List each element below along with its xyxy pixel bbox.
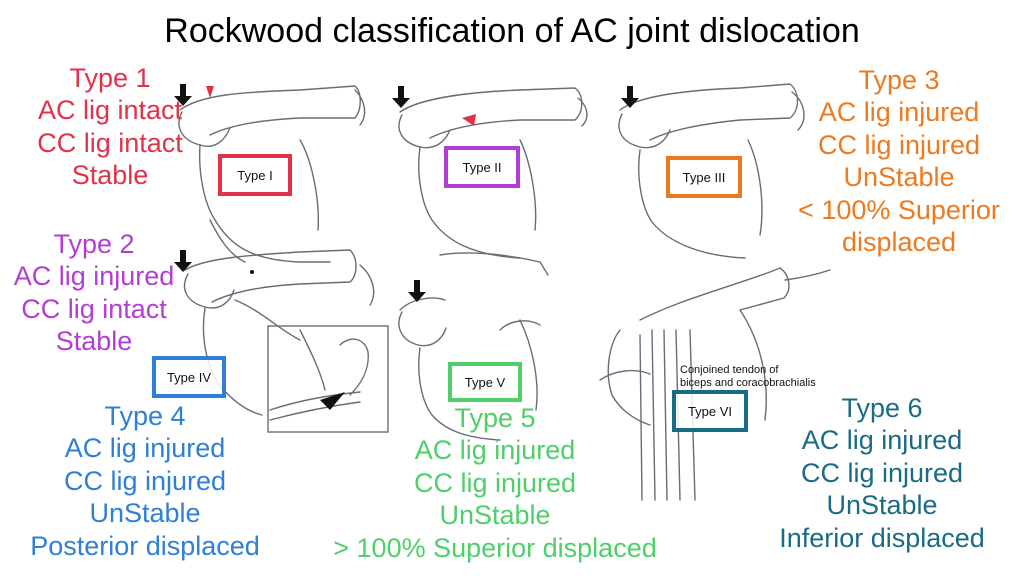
type-iii-figure-label: Type III bbox=[666, 156, 742, 198]
type-6-displacement: Inferior displaced bbox=[779, 522, 985, 553]
injury-arrows bbox=[174, 84, 639, 410]
type-ii-figure-label: Type II bbox=[444, 146, 520, 188]
type-3-cc: CC lig injured bbox=[817, 129, 981, 160]
type-3-name: Type 3 bbox=[858, 65, 940, 95]
type-iii-label-text: Type III bbox=[682, 169, 726, 185]
type-iii-drawing bbox=[618, 83, 805, 259]
type-5-ac: AC lig injured bbox=[414, 435, 576, 466]
type-iv-inset bbox=[267, 325, 389, 433]
conjoined-line-1: Conjoined tendon of bbox=[680, 364, 779, 376]
type-vi-label-text: Type VI bbox=[687, 403, 733, 419]
type-ii-label-text: Type II bbox=[462, 159, 502, 175]
type-1-caption: Type 1 AC lig intact CC lig intact Stabl… bbox=[10, 62, 210, 192]
type-5-caption: Type 5 AC lig injured CC lig injured UnS… bbox=[300, 402, 690, 564]
type-4-caption: Type 4 AC lig injured CC lig injured UnS… bbox=[0, 400, 290, 562]
page-title: Rockwood classification of AC joint disl… bbox=[164, 12, 860, 50]
type-i-drawing bbox=[178, 85, 366, 263]
type-5-name: Type 5 bbox=[454, 403, 536, 433]
type-2-stability: Stable bbox=[55, 326, 133, 357]
type-iv-label-text: Type IV bbox=[166, 369, 212, 385]
type-3-ac: AC lig injured bbox=[818, 97, 980, 128]
type-1-ac: AC lig intact bbox=[37, 95, 183, 126]
type-2-ac: AC lig injured bbox=[13, 261, 175, 292]
type-1-stability: Stable bbox=[71, 160, 149, 191]
type-2-cc: CC lig intact bbox=[21, 293, 167, 324]
type-iv-figure-label: Type IV bbox=[152, 356, 226, 398]
type-2-caption: Type 2 AC lig injured CC lig intact Stab… bbox=[0, 228, 194, 358]
type-4-name: Type 4 bbox=[104, 401, 186, 431]
type-i-figure-label: Type I bbox=[218, 154, 292, 196]
type-1-cc: CC lig intact bbox=[37, 127, 183, 158]
type-v-label-text: Type V bbox=[464, 374, 506, 390]
type-6-stability: UnStable bbox=[826, 490, 938, 521]
type-2-name: Type 2 bbox=[53, 229, 135, 259]
type-3-displacement-1: < 100% Superior bbox=[798, 194, 1000, 225]
type-6-name: Type 6 bbox=[841, 393, 923, 423]
type-v-drawing bbox=[398, 252, 549, 441]
type-5-cc: CC lig injured bbox=[413, 467, 577, 498]
type-vi-figure-label: Type VI bbox=[672, 390, 748, 432]
type-6-caption: Type 6 AC lig injured CC lig injured UnS… bbox=[752, 392, 1012, 554]
type-4-stability: UnStable bbox=[89, 498, 201, 529]
type-6-ac: AC lig injured bbox=[801, 425, 963, 456]
type-6-cc: CC lig injured bbox=[800, 457, 964, 488]
conjoined-tendon-label: Conjoined tendon of biceps and coracobra… bbox=[680, 364, 816, 390]
conjoined-line-2: biceps and coracobrachialis bbox=[680, 377, 816, 390]
type-3-stability: UnStable bbox=[843, 162, 955, 193]
type-3-displacement-2: displaced bbox=[841, 226, 957, 257]
type-i-label-text: Type I bbox=[237, 167, 273, 183]
type-v-figure-label: Type V bbox=[448, 362, 522, 402]
type-1-name: Type 1 bbox=[69, 63, 151, 93]
type-4-cc: CC lig injured bbox=[63, 465, 227, 496]
type-5-displacement: > 100% Superior displaced bbox=[333, 532, 657, 563]
type-4-ac: AC lig injured bbox=[64, 433, 226, 464]
type-3-caption: Type 3 AC lig injured CC lig injured UnS… bbox=[774, 64, 1024, 258]
type-4-displacement: Posterior displaced bbox=[30, 530, 260, 561]
type-5-stability: UnStable bbox=[439, 500, 551, 531]
